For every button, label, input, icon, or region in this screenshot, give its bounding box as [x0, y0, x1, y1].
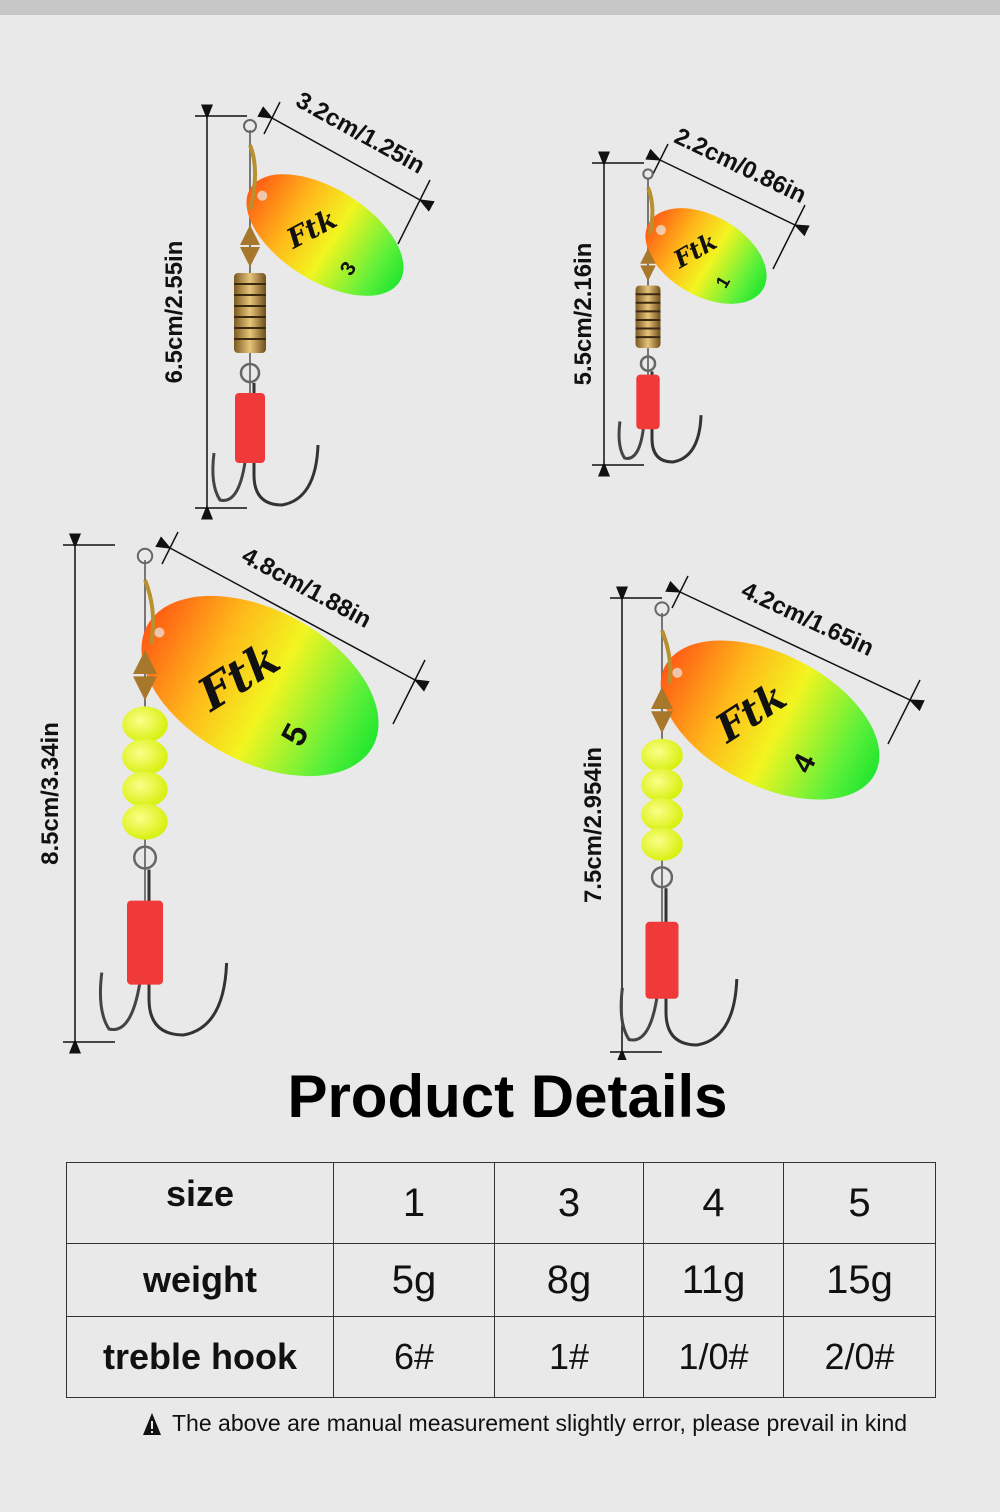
cone-bead	[240, 225, 260, 267]
treble-hook	[619, 987, 660, 1042]
yellow-bead	[122, 706, 168, 743]
blade-body	[246, 174, 404, 296]
table-cell: 1	[333, 1162, 495, 1244]
dimension-tick	[161, 531, 179, 565]
yellow-bead	[122, 738, 168, 775]
row-header: treble hook	[66, 1316, 334, 1398]
dimension-tick	[651, 143, 669, 177]
split-ring	[239, 362, 261, 384]
red-tube	[235, 393, 265, 463]
table-cell: 2/0#	[783, 1316, 936, 1398]
swivel-ring	[243, 119, 257, 133]
length-label: 7.5cm/2.954in	[580, 747, 607, 903]
clevis	[143, 579, 156, 645]
blade-body	[660, 640, 880, 800]
blade-hole	[257, 190, 268, 201]
width-label: 3.2cm/1.25in	[291, 87, 429, 180]
product-details-table: size 1 3 4 5 weight 5g 8g 11g 15g treble…	[66, 1162, 936, 1398]
red-tube	[127, 900, 163, 985]
blade-body	[645, 208, 767, 304]
warning-icon	[143, 1412, 161, 1435]
width-label: 2.2cm/0.86in	[670, 123, 810, 209]
brass-body	[635, 285, 661, 349]
page-title: Product Details	[287, 1063, 728, 1130]
blade-hole	[154, 627, 165, 638]
yellow-bead	[641, 798, 683, 832]
table-cell: 5	[783, 1162, 936, 1244]
swivel-ring	[642, 168, 654, 180]
table-cell: 6#	[333, 1316, 495, 1398]
clevis	[660, 629, 673, 684]
table-cell: 5g	[333, 1243, 495, 1317]
table-cell: 8g	[494, 1243, 644, 1317]
table-cell: 11g	[643, 1243, 784, 1317]
dimension-tick	[392, 659, 426, 725]
dimension-tick	[397, 179, 431, 245]
treble-hook	[147, 869, 229, 1037]
brass-body	[234, 273, 266, 353]
split-ring	[132, 845, 158, 870]
clevis	[248, 144, 257, 211]
split-ring	[639, 355, 657, 372]
measurement-note: The above are manual measurement slightl…	[142, 1410, 907, 1437]
treble-hook	[252, 383, 320, 507]
width-dimension-line	[155, 536, 430, 692]
note-text: The above are manual measurement slightl…	[172, 1410, 908, 1436]
treble-hook	[211, 452, 248, 502]
red-tube	[645, 921, 679, 999]
cone-bead	[133, 650, 157, 701]
yellow-bead	[122, 803, 168, 840]
length-label: 6.5cm/2.55in	[161, 241, 188, 384]
length-label: 5.5cm/2.16in	[570, 243, 597, 386]
table-cell: 4	[643, 1162, 784, 1244]
blade-body	[141, 595, 379, 777]
treble-hook	[650, 371, 703, 464]
blade-hole	[655, 225, 666, 235]
red-tube	[636, 374, 660, 430]
clevis	[646, 186, 655, 235]
yellow-bead	[641, 827, 683, 861]
blade-hole	[672, 667, 683, 678]
dimension-tick	[263, 101, 281, 135]
table-cell: 1#	[494, 1316, 644, 1398]
swivel-ring	[654, 601, 670, 617]
split-ring	[650, 866, 674, 889]
table-row-size: size 1 3 4 5	[66, 1162, 936, 1244]
dimension-tick	[887, 679, 921, 745]
width-dimension-line	[257, 106, 435, 212]
table-row-treble-hook: treble hook 6# 1# 1/0# 2/0#	[66, 1316, 936, 1398]
swivel-ring	[136, 547, 154, 565]
dimension-tick	[772, 204, 806, 270]
cone-bead	[640, 248, 656, 281]
cone-bead	[651, 687, 673, 734]
table-cell: 15g	[783, 1243, 936, 1317]
treble-hook	[98, 972, 143, 1032]
length-label: 8.5cm/3.34in	[37, 722, 64, 865]
width-dimension-line	[645, 148, 810, 237]
treble-hook	[617, 421, 646, 460]
yellow-bead	[641, 768, 683, 802]
dimension-tick	[671, 575, 689, 609]
row-header: size	[66, 1162, 334, 1244]
table-cell: 3	[494, 1162, 644, 1244]
table-row-weight: weight 5g 8g 11g 15g	[66, 1243, 936, 1317]
row-header: weight	[66, 1243, 334, 1317]
yellow-bead	[641, 738, 683, 772]
yellow-bead	[122, 771, 168, 808]
table-cell: 1/0#	[643, 1316, 784, 1398]
top-bar	[0, 0, 1000, 15]
width-dimension-line	[665, 580, 925, 712]
treble-hook	[664, 888, 739, 1047]
